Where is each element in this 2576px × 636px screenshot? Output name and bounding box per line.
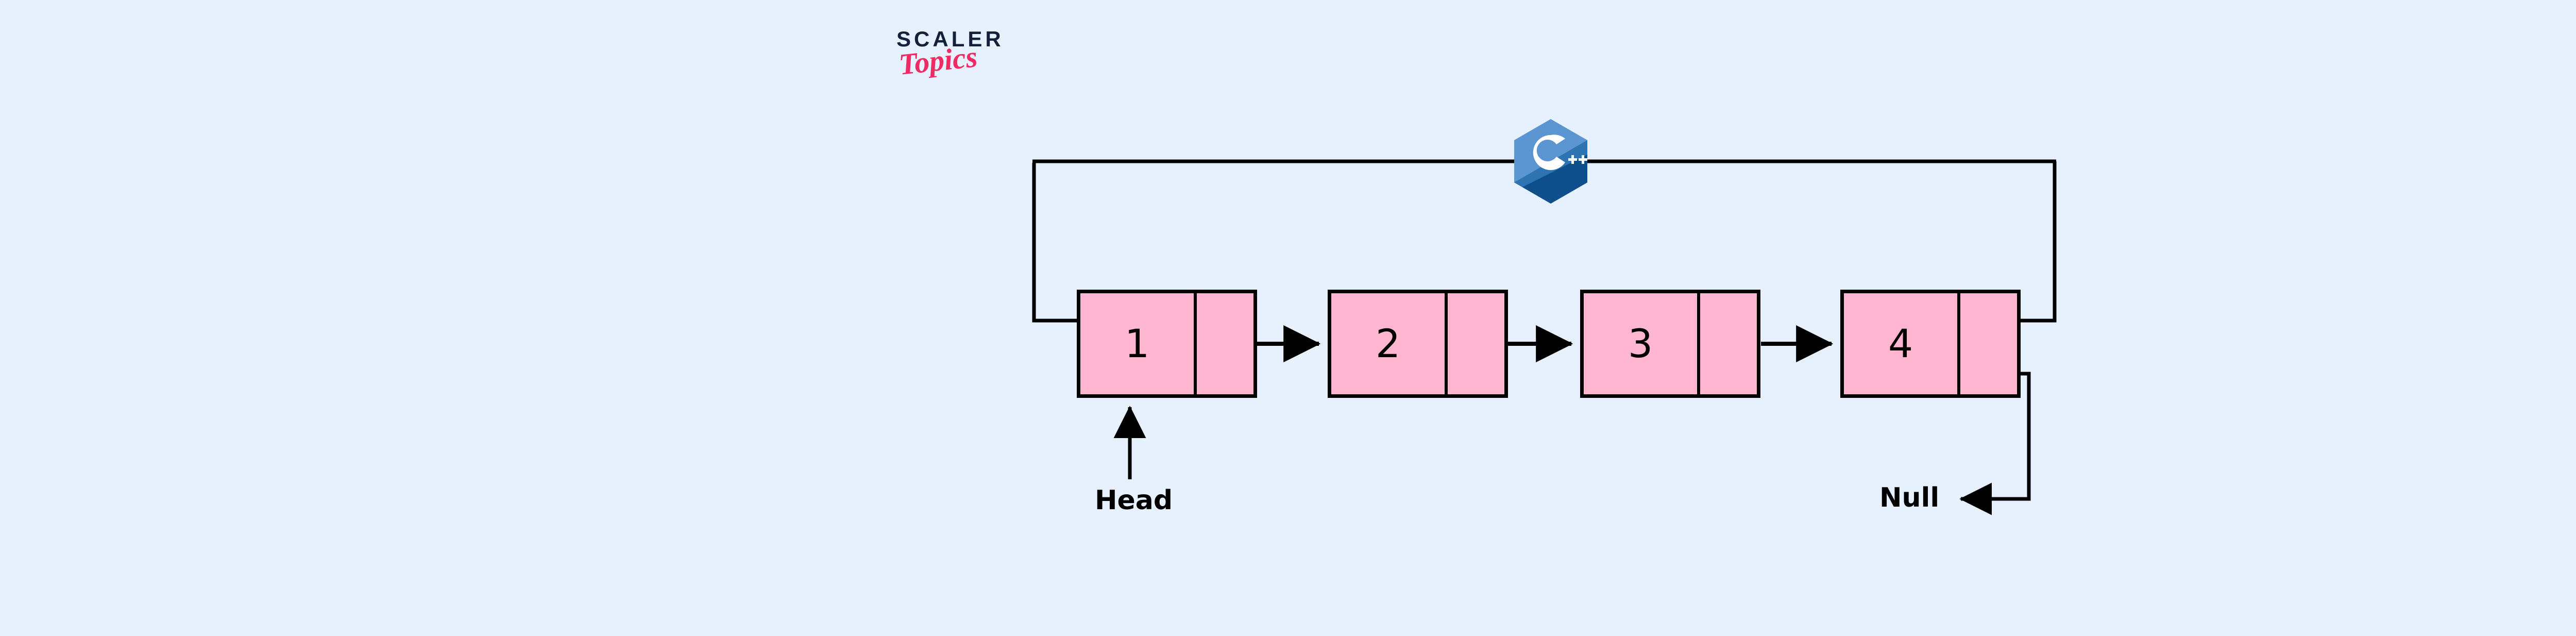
cpp-logo-icon <box>1514 119 1587 204</box>
node-pointer-cell <box>1197 293 1253 394</box>
node-value: 1 <box>1080 293 1197 394</box>
node-value: 2 <box>1331 293 1448 394</box>
list-node[interactable]: 4 <box>1840 290 2021 398</box>
null-label: Null <box>1879 482 1940 513</box>
circular-back-link <box>1032 159 2057 323</box>
head-label: Head <box>1095 485 1173 516</box>
node-value: 4 <box>1844 293 1960 394</box>
scaler-topics-logo: SCALER Topics <box>896 28 1061 106</box>
node-pointer-cell <box>1700 293 1757 394</box>
node-value: 3 <box>1584 293 1700 394</box>
list-node[interactable]: 3 <box>1580 290 1760 398</box>
brand-wordmark-scaler: SCALER <box>896 27 1004 51</box>
list-node[interactable]: 2 <box>1328 290 1508 398</box>
node-pointer-cell <box>1448 293 1504 394</box>
node-pointer-cell <box>1960 293 2017 394</box>
list-node[interactable]: 1 <box>1077 290 1257 398</box>
